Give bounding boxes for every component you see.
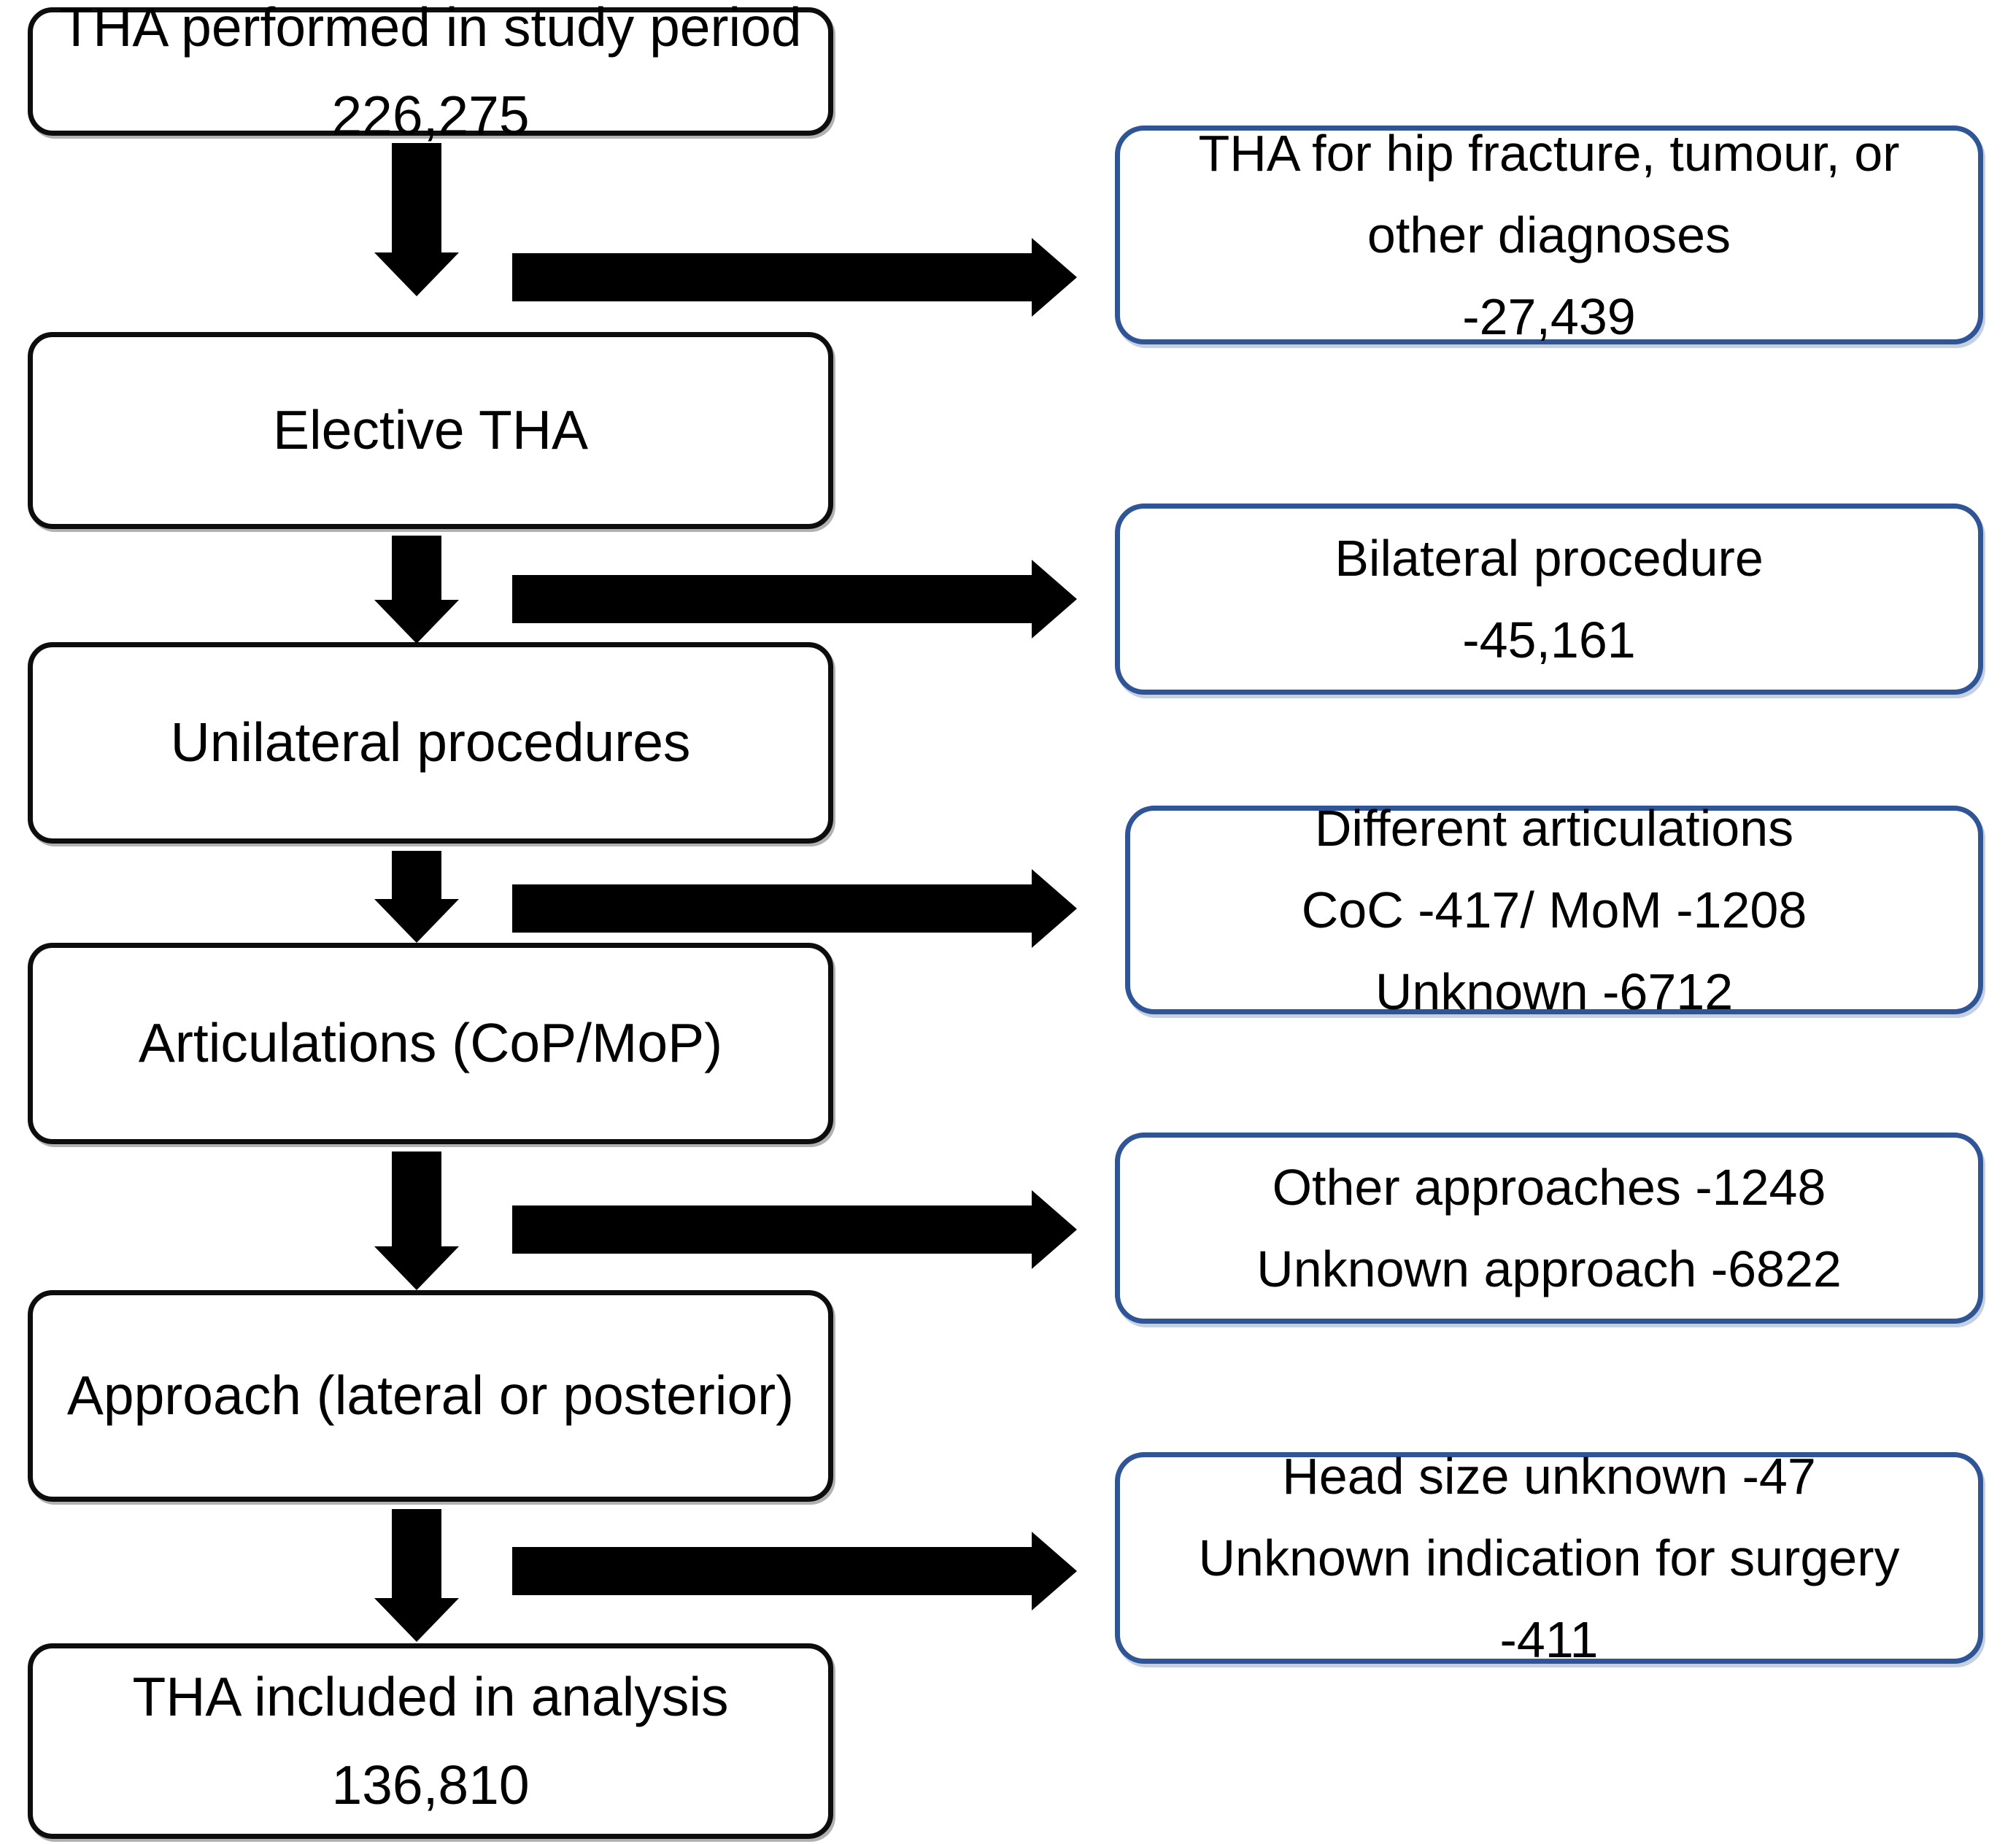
articulations-label: Articulations (CoP/MoP) <box>138 1012 723 1074</box>
exclusion-approach-line1: Other approaches -1248 <box>1272 1159 1826 1216</box>
unilateral-procedures-box: Unilateral procedures <box>28 642 833 844</box>
elective-tha-label: Elective THA <box>272 399 589 461</box>
exclusion-articulations-line1: Different articulations <box>1314 800 1794 857</box>
exclusion-articulations-line2: CoC -417/ MoM -1208 <box>1301 882 1807 938</box>
exclusion-articulations-line3: Unknown -6712 <box>1375 963 1734 1020</box>
exclusion-bilateral-line1: Bilateral procedure <box>1335 530 1764 587</box>
approach-label: Approach (lateral or posterior) <box>66 1365 795 1427</box>
approach-box: Approach (lateral or posterior) <box>28 1290 833 1502</box>
elective-tha-box: Elective THA <box>28 332 833 529</box>
exclusion-bilateral-count: -45,161 <box>1462 612 1636 668</box>
tha-included-label: THA included in analysis <box>132 1665 729 1727</box>
exclusion-diagnoses-line2: other diagnoses <box>1367 207 1731 263</box>
exclusion-approach-line2: Unknown approach -6822 <box>1256 1241 1842 1297</box>
exclusion-headsize-line1: Head size unknown -47 <box>1282 1448 1816 1505</box>
tha-included-box: THA included in analysis 136,810 <box>28 1643 833 1839</box>
exclusion-headsize-box: Head size unknown -47 Unknown indication… <box>1115 1448 1983 1668</box>
unilateral-procedures-label: Unilateral procedures <box>170 711 691 774</box>
exclusion-diagnoses-line1: THA for hip fracture, tumour, or <box>1198 125 1900 182</box>
exclusion-articulations-box: Different articulations CoC -417/ MoM -1… <box>1125 800 1983 1020</box>
tha-performed-count: 226,275 <box>331 85 530 146</box>
exclusion-approach-box: Other approaches -1248 Unknown approach … <box>1115 1133 1983 1324</box>
exclusion-headsize-line2: Unknown indication for surgery <box>1198 1529 1900 1586</box>
exclusion-bilateral-box: Bilateral procedure -45,161 <box>1115 504 1983 695</box>
exclusion-headsize-count: -411 <box>1499 1611 1599 1668</box>
exclusion-diagnoses-box: THA for hip fracture, tumour, or other d… <box>1115 125 1983 345</box>
articulations-box: Articulations (CoP/MoP) <box>28 943 833 1144</box>
tha-included-count: 136,810 <box>331 1754 530 1816</box>
tha-performed-label: THA performed in study period <box>59 0 802 58</box>
tha-performed-box: THA performed in study period 226,275 <box>28 0 833 146</box>
exclusion-diagnoses-count: -27,439 <box>1462 288 1636 345</box>
